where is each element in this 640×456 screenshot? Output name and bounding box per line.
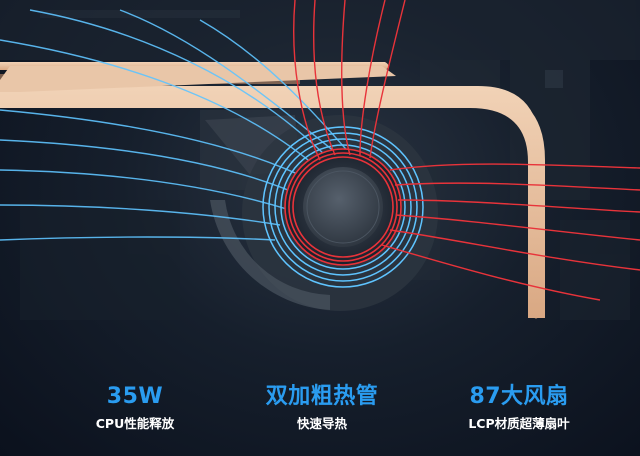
feature-description: LCP材质超薄扇叶 — [468, 416, 570, 431]
cooling-fan-icon — [285, 149, 401, 265]
feature-heat-pipes: 双加粗热管 快速导热 — [227, 382, 417, 433]
airflow-lines-icon — [0, 9, 361, 241]
heat-pipe-icon — [0, 62, 545, 319]
airflow-rings — [262, 126, 424, 288]
feature-large-fan: 87大风扇 LCP材质超薄扇叶 — [424, 382, 614, 433]
feature-description: 快速导热 — [296, 416, 347, 431]
feature-value: 双加粗热管 — [265, 384, 379, 409]
heat-rings — [284, 148, 402, 266]
feature-cpu-power: 35W CPU性能释放 — [40, 382, 230, 433]
heat-flow-lines-icon — [293, 0, 640, 301]
feature-description: CPU性能释放 — [95, 416, 175, 431]
feature-value: 87大风扇 — [469, 384, 569, 409]
feature-value: 35W — [106, 384, 164, 409]
